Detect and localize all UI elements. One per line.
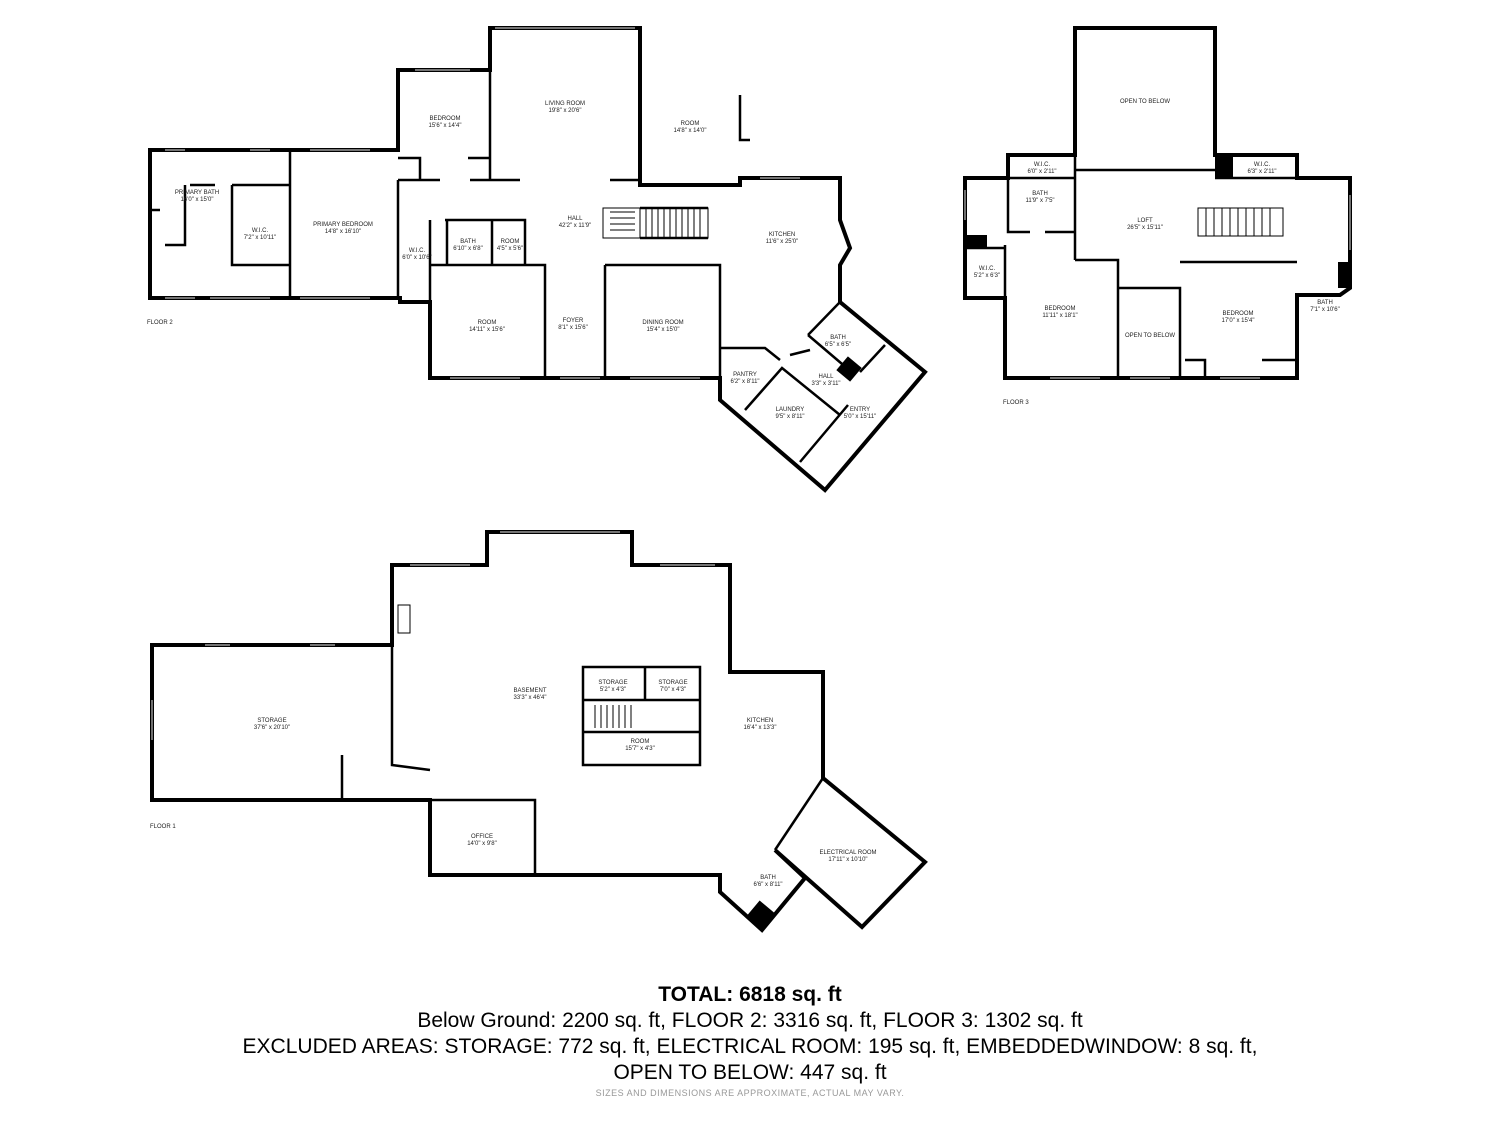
room-dimensions: 11'9" x 7'5" (1025, 198, 1054, 204)
room-name: W.I.C. (1034, 162, 1051, 168)
room-name: ELECTRICAL ROOM (819, 850, 876, 856)
room-name: PRIMARY BATH (175, 190, 219, 196)
room-name: HALL (818, 374, 834, 380)
room-name: W.I.C. (1254, 162, 1271, 168)
room-name: OPEN TO BELOW (1125, 333, 1175, 339)
room-name: STORAGE (257, 718, 286, 724)
room-name: KITCHEN (769, 232, 795, 238)
room-dimensions: 8'1" x 15'6" (558, 325, 588, 331)
room-name: W.I.C. (252, 228, 269, 234)
excluded-areas: EXCLUDED AREAS: STORAGE: 772 sq. ft, ELE… (242, 1035, 1258, 1058)
room-dimensions: 14'8" x 16'10" (325, 229, 361, 235)
room-name: BEDROOM (429, 116, 460, 122)
room-dimensions: 15'4" x 15'0" (647, 327, 680, 333)
room-dimensions: 5'0" x 15'11" (844, 414, 876, 420)
room-name: BATH (760, 875, 776, 881)
room-name: DINING ROOM (642, 320, 683, 326)
room-name: FOYER (563, 318, 584, 324)
disclaimer: SIZES AND DIMENSIONS ARE APPROXIMATE, AC… (595, 1088, 905, 1098)
room-name: STORAGE (598, 680, 627, 686)
room-dimensions: 16'4" x 13'3" (744, 725, 777, 731)
room-dimensions: 14'0" x 9'8" (467, 841, 497, 847)
room-dimensions: 16'0" x 15'0" (181, 197, 214, 203)
room-name: BATH (830, 335, 846, 341)
room-name: BASEMENT (513, 688, 546, 694)
room-dimensions: 6'5" x 6'5" (825, 342, 851, 348)
room-name: LAUNDRY (776, 407, 805, 413)
room-dimensions: 17'0" x 15'4" (1222, 318, 1255, 324)
room-dimensions: 14'8" x 14'0" (674, 128, 707, 134)
room-name: BEDROOM (1044, 306, 1075, 312)
room-dimensions: 6'0" x 10'6" (402, 255, 432, 261)
room-dimensions: 26'5" x 15'11" (1127, 225, 1163, 231)
room-dimensions: 14'11" x 15'6" (469, 327, 505, 333)
room-name: ENTRY (850, 407, 870, 413)
room-name: BATH (1032, 191, 1048, 197)
room-dimensions: 5'2" x 6'3" (974, 273, 1000, 279)
room-dimensions: 7'2" x 10'11" (244, 235, 276, 241)
room-name: BEDROOM (1222, 311, 1253, 317)
room-name: ROOM (478, 320, 497, 326)
floor-3-plan: FLOOR 3 (963, 26, 1352, 406)
floor-label: FLOOR 1 (150, 824, 176, 830)
room-name: ROOM (681, 121, 700, 127)
floor-1-plan: FLOOR 1 (150, 530, 928, 933)
room-name: PRIMARY BEDROOM (313, 222, 373, 228)
room-dimensions: 7'1" x 10'6" (1310, 307, 1340, 313)
room-dimensions: 11'11" x 18'1" (1042, 313, 1077, 319)
floor-label: FLOOR 2 (147, 320, 173, 326)
room-name: W.I.C. (409, 248, 426, 254)
room-name: OPEN TO BELOW (1120, 99, 1170, 105)
room-name: BATH (460, 239, 476, 245)
room-name: BATH (1317, 300, 1333, 306)
floor-2-plan: FLOOR 2 (147, 26, 928, 493)
room-name: PANTRY (733, 372, 757, 378)
floor-label: FLOOR 3 (1003, 400, 1029, 406)
room-dimensions: 7'0" x 4'3" (660, 687, 686, 693)
room-name: STORAGE (658, 680, 687, 686)
total-area: TOTAL: 6818 sq. ft (658, 983, 842, 1006)
room-dimensions: 11'6" x 25'0" (766, 239, 798, 245)
room-name: ROOM (501, 239, 520, 245)
room-dimensions: 42'2" x 11'9" (559, 223, 591, 229)
room-name: KITCHEN (747, 718, 773, 724)
room-dimensions: 6'6" x 8'11" (753, 882, 782, 888)
room-name: LOFT (1137, 218, 1153, 224)
room-name: W.I.C. (979, 266, 996, 272)
floor-area-breakdown: Below Ground: 2200 sq. ft, FLOOR 2: 3316… (417, 1009, 1083, 1032)
room-name: LIVING ROOM (545, 101, 585, 107)
room-dimensions: 33'3" x 46'4" (514, 695, 547, 701)
floor-plan-drawing: FLOOR 2 FLOOR 3 FLOOR 1 B (147, 26, 1352, 933)
room-dimensions: 5'2" x 4'3" (600, 687, 626, 693)
room-dimensions: 19'8" x 20'6" (549, 108, 582, 114)
room-dimensions: 37'6" x 20'10" (254, 725, 290, 731)
excluded-areas-continued: OPEN TO BELOW: 447 sq. ft (613, 1061, 887, 1084)
room-dimensions: 6'2" x 8'11" (730, 379, 759, 385)
room-name: ROOM (631, 739, 650, 745)
room-name: HALL (567, 216, 583, 222)
room-dimensions: 6'3" x 2'11" (1247, 169, 1276, 175)
room-dimensions: 15'6" x 14'4" (429, 123, 462, 129)
room-name: OFFICE (471, 834, 493, 840)
room-dimensions: 6'10" x 6'8" (453, 246, 483, 252)
room-dimensions: 15'7" x 4'3" (625, 746, 655, 752)
room-dimensions: 4'5" x 5'6" (497, 246, 523, 252)
room-dimensions: 3'3" x 3'11" (811, 381, 840, 387)
room-dimensions: 9'5" x 8'11" (775, 414, 804, 420)
room-dimensions: 17'11" x 10'10" (828, 857, 867, 863)
room-dimensions: 6'0" x 2'11" (1027, 169, 1056, 175)
